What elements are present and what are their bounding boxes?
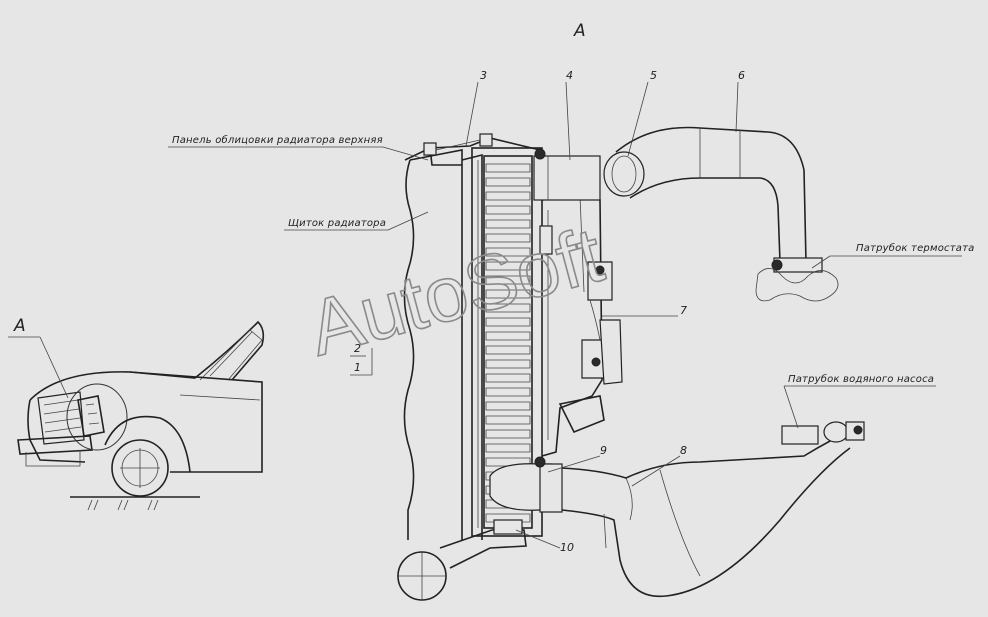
radiator-fin — [485, 289, 531, 299]
radiator-fin — [485, 345, 531, 355]
callout-upper-panel-text: Панель облицовки радиатора верхняя — [172, 134, 383, 146]
callout-upper-panel: Панель облицовки радиатора верхняя — [168, 134, 429, 161]
radiator-fin — [485, 233, 531, 243]
radiator-fin — [485, 387, 531, 397]
part-number-7: 7 — [602, 304, 687, 317]
svg-text:10: 10 — [560, 541, 574, 554]
radiator-fin — [485, 303, 531, 313]
part-number-9: 9 — [547, 444, 607, 473]
svg-text:AutoSoft: AutoSoft — [300, 210, 612, 373]
callout-thermostat-pipe: Патрубок термостата — [811, 242, 974, 269]
svg-text:5: 5 — [650, 69, 657, 82]
radiator-shield — [403, 149, 483, 540]
part-number-6: 6 — [735, 69, 745, 133]
callout-water-pump-pipe: Патрубок водяного насоса — [783, 373, 936, 429]
upper-panel — [404, 133, 541, 166]
svg-text:1: 1 — [354, 361, 361, 374]
radiator-fin — [485, 331, 531, 341]
part-number-2: 2 — [350, 342, 366, 357]
radiator-fin — [485, 317, 531, 327]
callout-radiator-shield: Щиток радиатора — [284, 211, 429, 231]
svg-text:6: 6 — [738, 69, 745, 82]
part-number-8: 8 — [631, 444, 687, 487]
radiator-fin — [485, 163, 531, 173]
part-number-4: 4 — [565, 69, 573, 161]
svg-text:4: 4 — [566, 69, 573, 82]
radiator-fin — [485, 205, 531, 215]
radiator-fin — [485, 359, 531, 369]
callout-thermostat-pipe-text: Патрубок термостата — [856, 242, 974, 254]
upper-hose — [533, 126, 839, 302]
radiator-fin — [485, 443, 531, 453]
radiator-fin — [485, 219, 531, 229]
svg-text:7: 7 — [680, 304, 687, 317]
part-number-3: 3 — [465, 69, 487, 147]
radiator-fin — [485, 261, 531, 271]
watermark: AutoSoft — [299, 209, 613, 373]
part-number-1: 1 — [350, 348, 373, 376]
svg-text:2: 2 — [354, 342, 361, 355]
car-front-view — [8, 320, 265, 511]
radiator-fin — [485, 191, 531, 201]
fan-shroud — [539, 195, 623, 457]
bottom-support — [397, 519, 527, 601]
svg-text:3: 3 — [480, 69, 487, 82]
callout-radiator-shield-text: Щиток радиатора — [288, 218, 386, 229]
radiator-fin — [485, 415, 531, 425]
detail-mark-main: A — [573, 21, 586, 41]
radiator-fin — [485, 177, 531, 187]
lower-hose — [489, 421, 865, 598]
callout-water-pump-pipe-text: Патрубок водяного насоса — [788, 373, 934, 385]
radiator-fin — [485, 373, 531, 383]
radiator-fin — [485, 275, 531, 285]
radiator-fin — [485, 247, 531, 257]
part-number-5: 5 — [627, 69, 657, 157]
part-number-10: 10 — [515, 529, 574, 554]
radiator-fin — [485, 401, 531, 411]
radiator-fin — [485, 513, 531, 523]
svg-text:9: 9 — [600, 444, 607, 457]
svg-text:8: 8 — [680, 444, 687, 457]
detail-mark-car: A — [13, 316, 26, 336]
radiator-fin — [485, 429, 531, 439]
